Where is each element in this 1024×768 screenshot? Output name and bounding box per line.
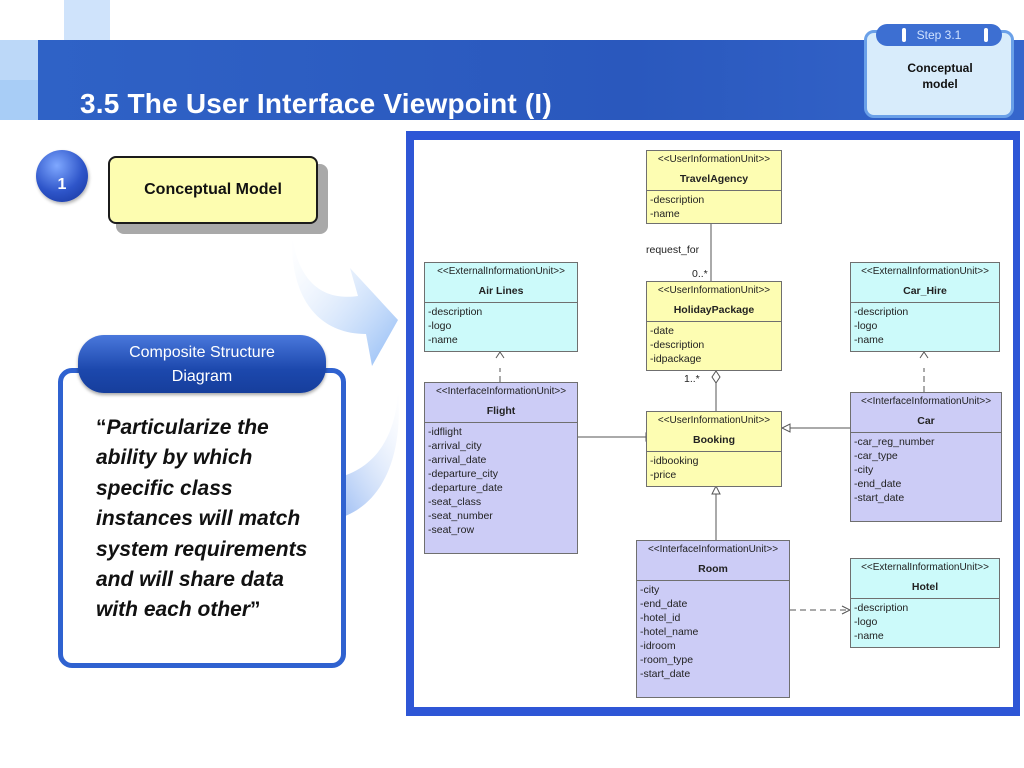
class-name: HolidayPackage xyxy=(673,304,755,316)
class-attribute: -start_date xyxy=(854,492,905,504)
uml-class-flight: <<InterfaceInformationUnit>> Flight -idfl… xyxy=(424,382,578,554)
class-attribute: -departure_date xyxy=(428,482,503,494)
class-stereotype: <<UserInformationUnit>> xyxy=(657,415,771,426)
class-attribute: -idroom xyxy=(640,640,676,652)
class-attribute: -car_type xyxy=(854,450,898,462)
quote-close-mark: ” xyxy=(250,598,261,622)
composite-structure-pill: Composite Structure Diagram xyxy=(78,335,326,393)
header-decor-square xyxy=(64,0,110,40)
label-multiplicity: 1..* xyxy=(684,373,700,385)
class-attribute: -price xyxy=(650,469,677,481)
class-stereotype: <<InterfaceInformationUnit>> xyxy=(860,396,992,407)
class-attribute: -name xyxy=(854,334,884,346)
class-attribute: -city xyxy=(640,584,660,596)
quote-panel xyxy=(58,368,346,668)
class-attribute: -idpackage xyxy=(650,353,702,365)
uml-class-car: <<InterfaceInformationUnit>> Car -car_reg… xyxy=(850,392,1002,522)
quote-open-mark: “ xyxy=(96,416,107,439)
uml-class-booking: <<UserInformationUnit>> Booking -idbookin… xyxy=(646,411,782,487)
class-attribute: -name xyxy=(428,334,458,346)
generalization-arrow xyxy=(780,423,791,433)
class-name: Hotel xyxy=(911,581,939,593)
class-attribute: -seat_class xyxy=(428,496,482,508)
class-attribute: -city xyxy=(854,464,874,476)
class-attribute: -seat_row xyxy=(428,524,475,536)
class-attribute: -description xyxy=(854,602,909,614)
dependency-arrowhead xyxy=(495,351,505,359)
class-name: Car xyxy=(917,415,935,427)
uml-class-holiday-package: <<UserInformationUnit>> HolidayPackage -d… xyxy=(646,281,782,371)
class-name: Room xyxy=(698,563,728,575)
label-multiplicity: 0..* xyxy=(692,268,708,280)
class-attribute: -description xyxy=(428,306,483,318)
header-band xyxy=(38,40,1024,120)
quote-text: “Particularize the ability by which spec… xyxy=(96,413,326,626)
class-name: TravelAgency xyxy=(679,173,749,185)
class-name: Air Lines xyxy=(478,285,524,297)
aggregation-diamond xyxy=(711,370,721,384)
label-request-for: request_for xyxy=(646,244,700,256)
class-attribute: -description xyxy=(854,306,909,318)
class-attribute: -arrival_city xyxy=(428,440,482,452)
class-stereotype: <<ExternalInformationUnit>> xyxy=(861,266,989,277)
step-text-line: Conceptual xyxy=(907,61,973,75)
class-stereotype: <<ExternalInformationUnit>> xyxy=(861,562,989,573)
class-attribute: -start_date xyxy=(640,668,691,680)
class-attribute: -logo xyxy=(854,616,878,628)
class-attribute: -description xyxy=(650,194,705,206)
step-text-line: model xyxy=(922,77,958,91)
class-stereotype: <<UserInformationUnit>> xyxy=(657,285,771,296)
class-stereotype: <<UserInformationUnit>> xyxy=(657,154,771,165)
class-attribute: -departure_city xyxy=(428,468,499,480)
step-description: Conceptual model xyxy=(868,60,1012,92)
composite-line: Diagram xyxy=(171,368,233,385)
class-stereotype: <<InterfaceInformationUnit>> xyxy=(647,544,779,555)
class-attribute: -logo xyxy=(428,320,452,332)
header-decor-square xyxy=(0,40,38,80)
class-attribute: -idbooking xyxy=(650,455,699,467)
composite-line: Composite Structure xyxy=(129,344,275,361)
step-label: Step 3.1 xyxy=(916,28,962,42)
class-attribute: -car_reg_number xyxy=(854,436,935,448)
class-attribute: -seat_number xyxy=(428,510,493,522)
uml-class-hotel: <<ExternalInformationUnit>> Hotel -descri… xyxy=(850,558,1000,648)
class-attribute: -description xyxy=(650,339,705,351)
class-stereotype: <<ExternalInformationUnit>> xyxy=(437,266,565,277)
uml-class-travel-agency: <<UserInformationUnit>> TravelAgency -des… xyxy=(646,150,782,224)
uml-class-car-hire: <<ExternalInformationUnit>> Car_Hire -des… xyxy=(850,262,1000,352)
page-title: 3.5 The User Interface Viewpoint (I) xyxy=(80,88,552,119)
class-attribute: -name xyxy=(650,208,680,220)
class-attribute: -logo xyxy=(854,320,878,332)
class-attribute: -end_date xyxy=(640,598,688,610)
class-name: Flight xyxy=(486,405,516,417)
class-attribute: -date xyxy=(650,325,674,337)
step-pill: Step 3.1 xyxy=(876,24,1002,46)
arrow-to-diagram xyxy=(291,236,398,366)
class-stereotype: <<InterfaceInformationUnit>> xyxy=(435,386,567,397)
class-name: Car_Hire xyxy=(903,285,947,297)
class-attribute: -room_type xyxy=(640,654,694,666)
class-attribute: -arrival_date xyxy=(428,454,487,466)
class-attribute: -hotel_name xyxy=(640,626,699,638)
class-attribute: -hotel_id xyxy=(640,612,681,624)
class-name: Booking xyxy=(693,434,735,446)
generalization-arrow xyxy=(711,484,721,495)
conceptual-model-box: Conceptual Model xyxy=(108,156,318,224)
uml-class-air-lines: <<ExternalInformationUnit>> Air Lines -de… xyxy=(424,262,578,352)
quote-body: Particularize the ability by which speci… xyxy=(96,416,308,622)
uml-class-room: <<InterfaceInformationUnit>> Room -city -… xyxy=(636,540,790,698)
step-number-badge: 1 xyxy=(36,150,88,202)
header-decor-square xyxy=(0,80,38,120)
class-attribute: -end_date xyxy=(854,478,902,490)
class-attribute: -idflight xyxy=(428,426,462,438)
dependency-arrowhead xyxy=(919,351,929,359)
class-attribute: -name xyxy=(854,630,884,642)
